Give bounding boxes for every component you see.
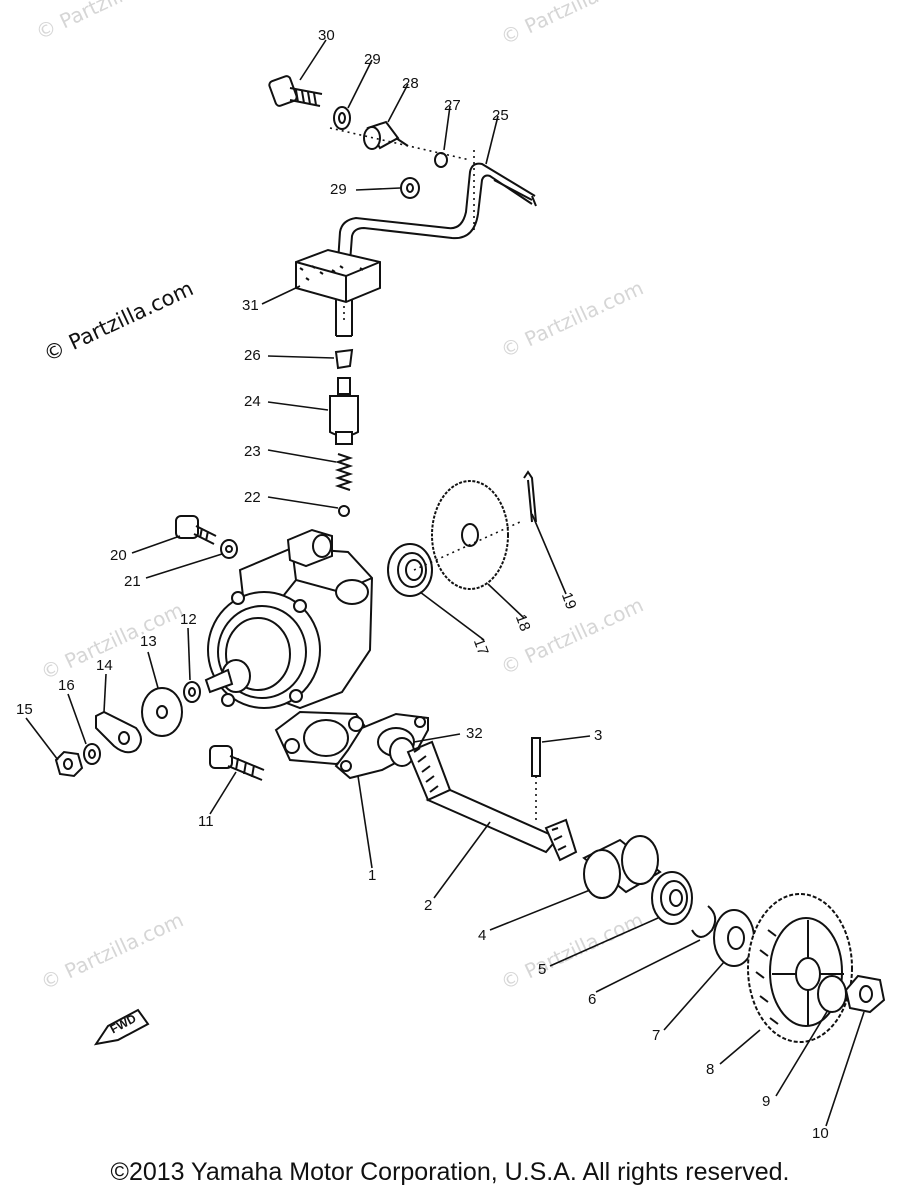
watermark: © Partzilla.com (497, 276, 647, 363)
part-14-lever (95, 710, 142, 754)
part-3-dowel-pin (531, 737, 541, 777)
label-part-32: 32 (466, 725, 483, 742)
label-part-21: 21 (124, 573, 141, 590)
label-part-1: 1 (368, 867, 376, 884)
part-29-washer (400, 177, 420, 199)
part-8-helical-gear (747, 893, 853, 1043)
watermark: © Partzilla.com (497, 908, 647, 995)
part-31-grommet (295, 248, 381, 304)
part-25-oil-pipe (337, 162, 536, 263)
part-23-spring (334, 453, 354, 491)
watermark-main: © Partzilla.com (40, 276, 197, 366)
label-part-16: 16 (58, 677, 75, 694)
label-part-26: 26 (244, 347, 261, 364)
label-part-29: 29 (364, 51, 381, 68)
label-part-11: 11 (198, 813, 214, 830)
label-part-4: 4 (478, 927, 486, 944)
watermark: © Partzilla.com (32, 0, 182, 45)
label-part-25: 25 (492, 107, 509, 124)
part-21-washer (220, 539, 238, 559)
part-20-bolt (175, 515, 217, 545)
label-part-28: 28 (402, 75, 419, 92)
part-11-bolt (209, 745, 265, 781)
label-part-15: 15 (16, 701, 33, 718)
part-9-washer (817, 975, 847, 1013)
oil-delivery-line-assembly (268, 75, 537, 517)
part-7-washer (713, 909, 755, 967)
label-part-22: 22 (244, 489, 261, 506)
part-30-banjo-bolt (268, 75, 323, 107)
label-part-30: 30 (318, 27, 335, 44)
label-part-12: 12 (180, 611, 197, 628)
part-15-nut (54, 750, 84, 778)
part-4-sleeve (582, 835, 662, 899)
part-18-disc-gear (431, 480, 509, 590)
label-part-13: 13 (140, 633, 157, 650)
copyright-notice: ©2013 Yamaha Motor Corporation, U.S.A. A… (110, 1158, 790, 1186)
part-5-bearing (651, 871, 693, 925)
label-part-3: 3 (594, 727, 602, 744)
label-part-7: 7 (652, 1027, 660, 1044)
part-number-labels: 30 29 28 27 25 29 31 26 24 23 22 20 21 1… (16, 27, 829, 1142)
label-part-18: 18 (512, 612, 534, 633)
part-2-worm-shaft (406, 740, 578, 862)
watermark: © Partzilla.com (497, 0, 647, 50)
label-part-17: 17 (470, 636, 492, 657)
part-22-ball (338, 505, 350, 517)
part-6-circlip (691, 905, 717, 938)
label-part-31: 31 (242, 297, 259, 314)
forward-direction-arrow: FWD (93, 1008, 150, 1046)
drive-shaft-assembly (334, 712, 886, 1043)
part-10-nut (844, 974, 886, 1014)
pump-drive-parts (387, 470, 537, 597)
part-19-pin (523, 470, 537, 523)
part-27-clip (434, 152, 448, 168)
label-part-20: 20 (110, 547, 127, 564)
pump-lever-parts (54, 681, 265, 781)
label-part-10: 10 (812, 1125, 829, 1142)
oil-pump-body (175, 515, 374, 766)
label-part-9: 9 (762, 1093, 770, 1110)
label-part-6: 6 (588, 991, 596, 1008)
label-part-19: 19 (558, 590, 580, 611)
label-part-5: 5 (538, 961, 546, 978)
part-12-washer (183, 681, 201, 703)
label-part-2: 2 (424, 897, 432, 914)
leader-lines (25, 39, 865, 1127)
part-26-collar (334, 348, 354, 370)
label-part-14: 14 (96, 657, 113, 674)
label-part-27: 27 (444, 97, 461, 114)
part-29-washer (333, 106, 351, 130)
part-13-plate (141, 687, 183, 737)
label-part-23: 23 (244, 443, 261, 460)
part-24-check-valve (329, 377, 359, 445)
label-part-24: 24 (244, 393, 261, 410)
part-16-washer (83, 743, 101, 765)
label-part-8: 8 (706, 1061, 714, 1078)
label-part-29: 29 (330, 181, 347, 198)
watermark: © Partzilla.com (37, 908, 187, 995)
